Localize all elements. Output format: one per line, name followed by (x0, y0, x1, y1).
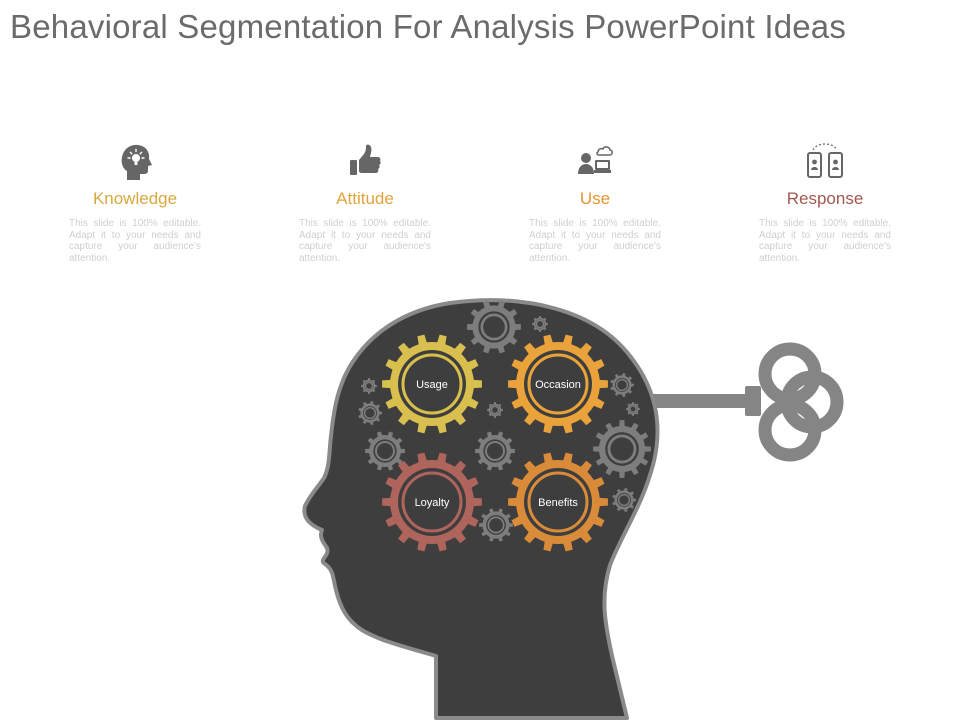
head-silhouette (304, 300, 657, 718)
key-icon (648, 349, 837, 455)
gear-label: Occasion (535, 379, 581, 391)
gear-label: Loyalty (415, 497, 450, 509)
gear-label: Benefits (538, 497, 578, 509)
gear-label: Usage (416, 379, 448, 391)
